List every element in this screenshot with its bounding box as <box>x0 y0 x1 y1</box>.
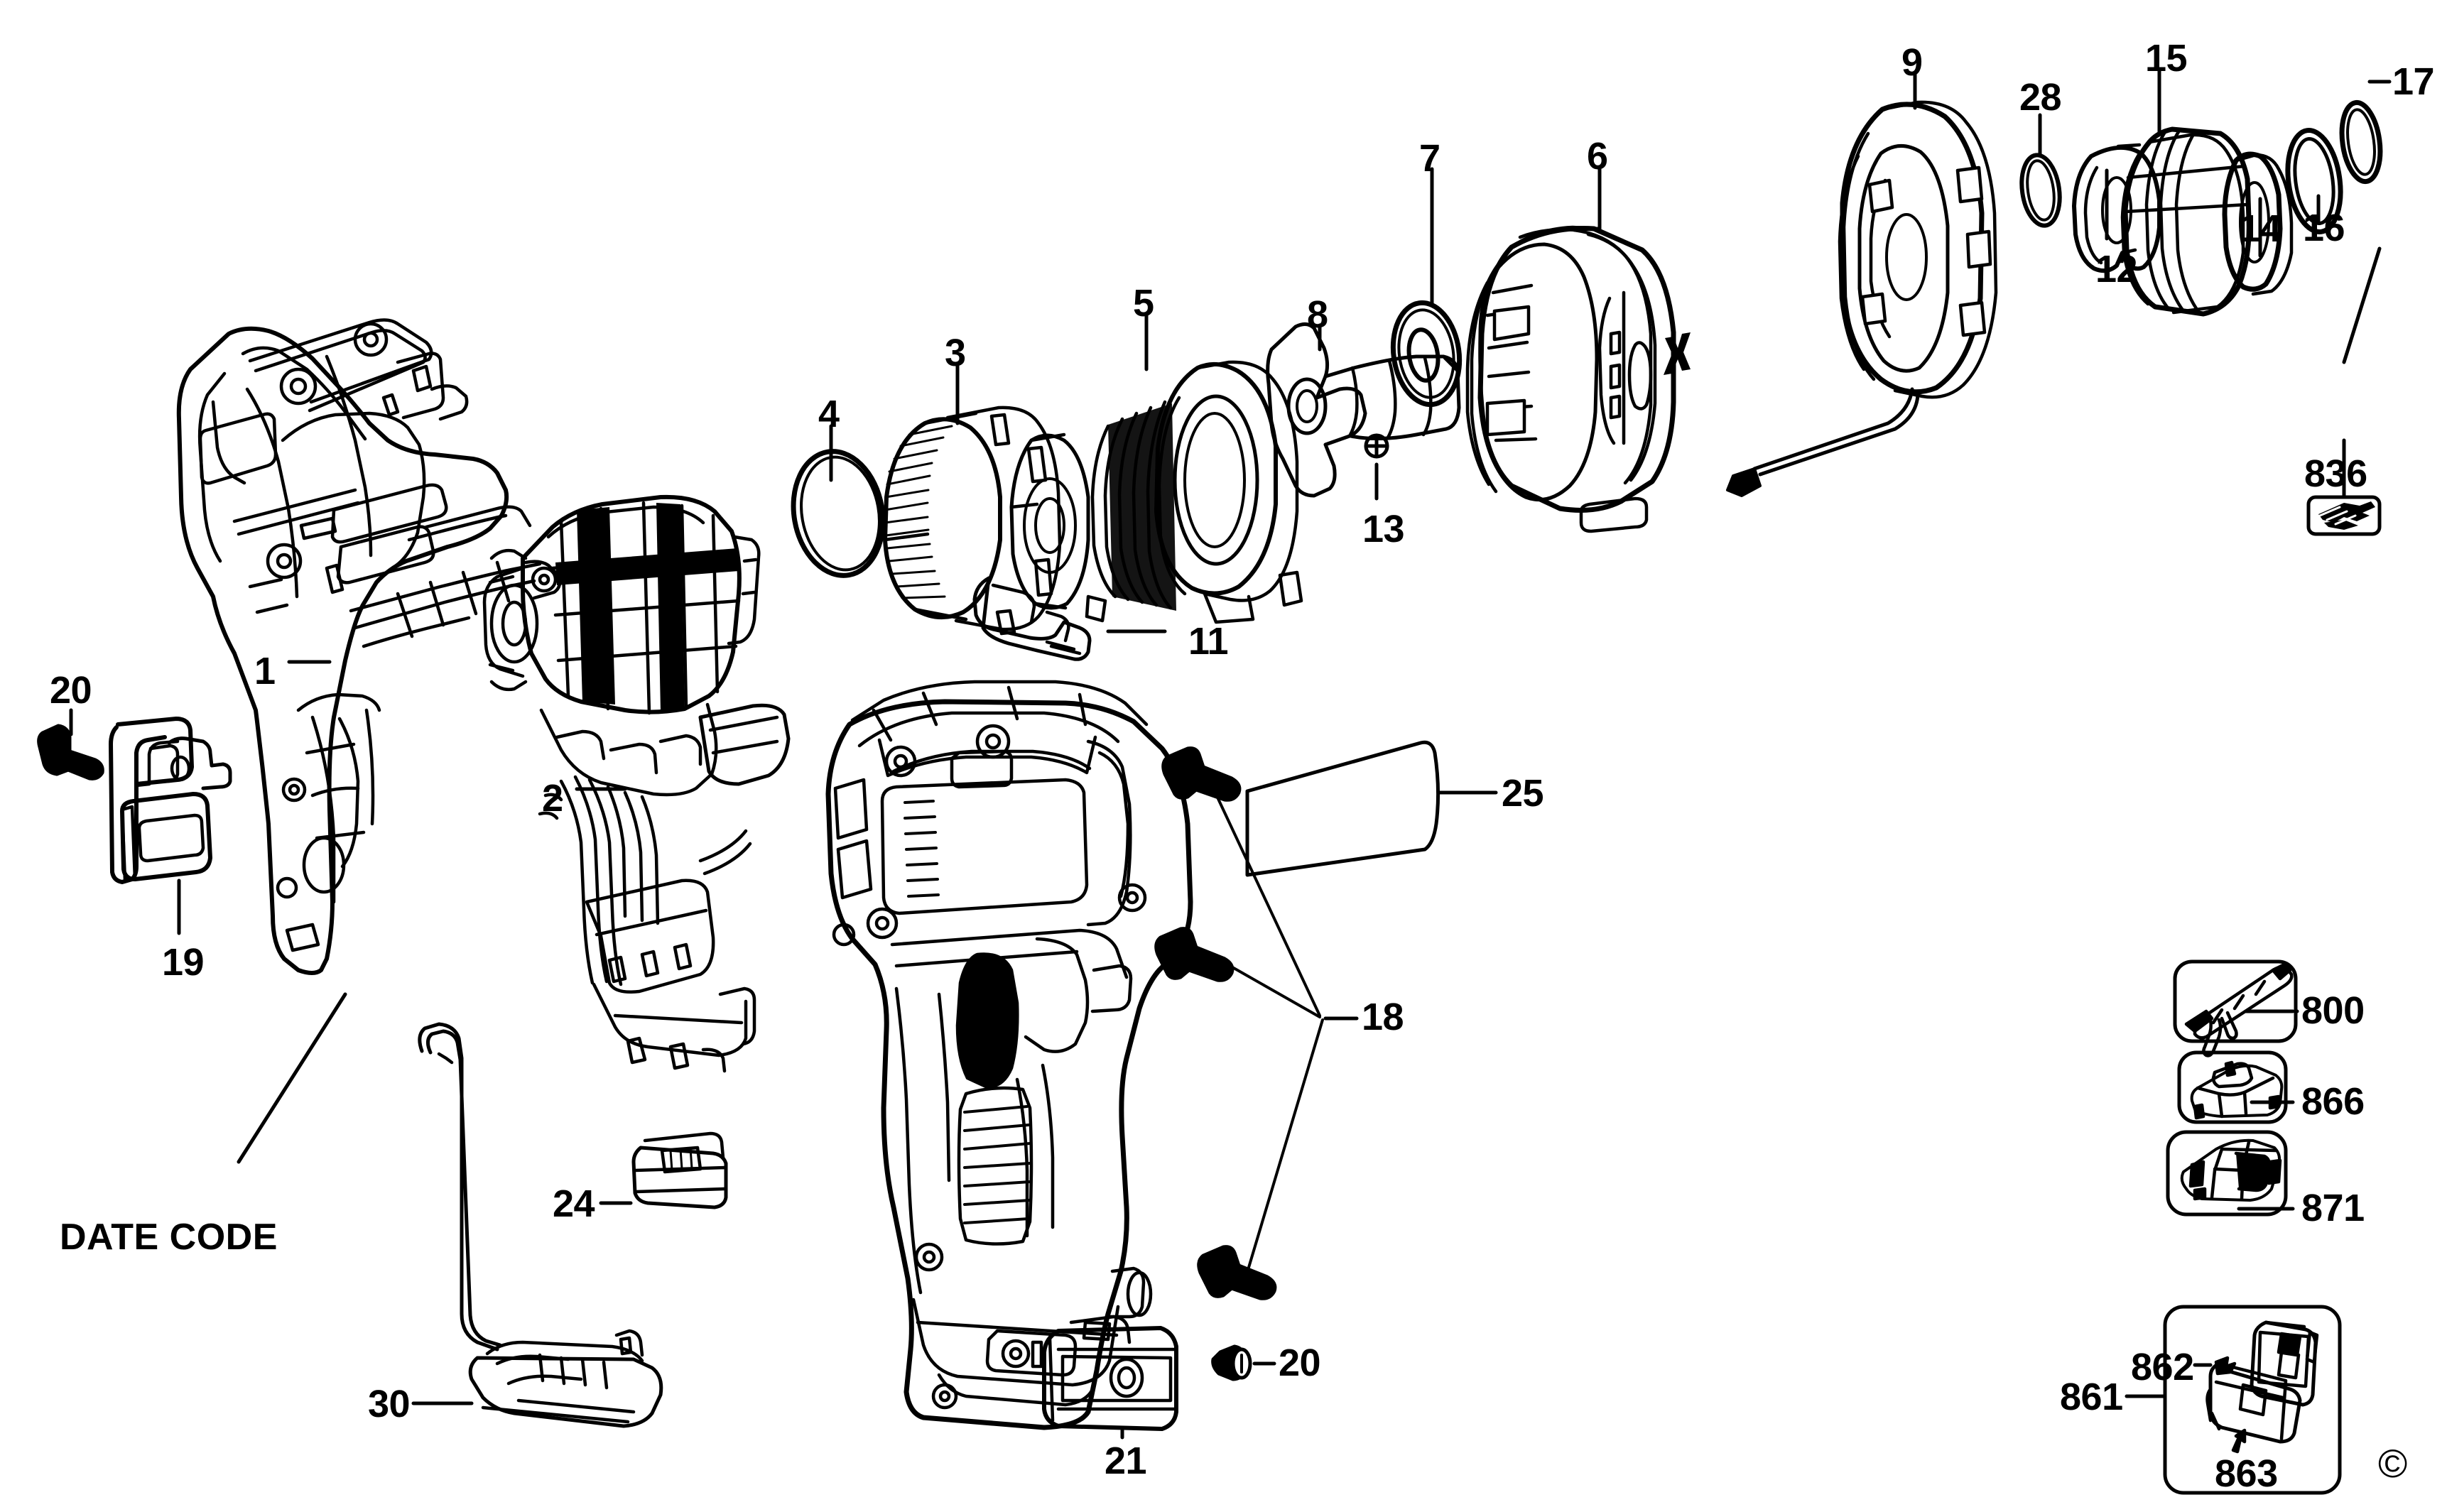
callout-871: 871 <box>2301 1187 2365 1229</box>
part-gear-case-housing-6 <box>1465 225 1691 533</box>
callout-20-hook: 20 <box>50 669 92 712</box>
copyright-mark: © <box>2378 1441 2408 1486</box>
callout-28: 28 <box>2019 76 2062 119</box>
part-led-ring-light-9 <box>1726 100 1998 497</box>
callout-11: 11 <box>1188 620 1229 663</box>
part-screw-13 <box>1364 433 1389 459</box>
part-wire-harness-30 <box>418 1022 663 1428</box>
part-flat-washer-7 <box>1390 300 1463 408</box>
callout-3: 3 <box>945 332 966 374</box>
accessory-box-866 <box>2177 1050 2288 1124</box>
callout-19: 19 <box>162 941 205 984</box>
part-housing-screws-18 <box>1154 746 1324 1300</box>
part-screw-20b <box>1211 1344 1252 1381</box>
callout-14: 14 <box>2239 207 2281 250</box>
callout-2: 2 <box>542 777 563 820</box>
callout-15: 15 <box>2145 37 2188 80</box>
date-code-annotation: DATE CODE <box>60 1217 278 1258</box>
part-right-clamshell-housing <box>825 680 1193 1430</box>
callout-21: 21 <box>1105 1440 1147 1482</box>
part-retaining-ring-17 <box>2339 99 2383 185</box>
part-spacer-ring-14 <box>2222 151 2294 296</box>
callout-30: 30 <box>368 1383 411 1425</box>
callout-862: 862 <box>2131 1346 2194 1388</box>
callout-16: 16 <box>2303 207 2345 249</box>
callout-18: 18 <box>1362 996 1404 1038</box>
callout-800: 800 <box>2301 989 2365 1032</box>
accessory-box-861 <box>2163 1305 2342 1495</box>
callout-866: 866 <box>2301 1080 2365 1123</box>
callout-25: 25 <box>1502 772 1544 815</box>
callout-20-cover: 20 <box>1279 1342 1321 1384</box>
accessory-box-871 <box>2166 1130 2288 1217</box>
callout-13: 13 <box>1362 508 1405 550</box>
part-battery-terminal-cover-21 <box>1042 1315 1178 1431</box>
part-o-ring-28 <box>2019 153 2062 228</box>
callout-12: 12 <box>2095 248 2138 290</box>
part-screw-20a <box>37 724 104 781</box>
callout-9: 9 <box>1901 41 1923 84</box>
callout-7: 7 <box>1419 137 1440 180</box>
part-motor-switch-assembly <box>482 494 791 1073</box>
callout-8: 8 <box>1307 293 1328 336</box>
callout-5: 5 <box>1133 282 1154 325</box>
leader-lines <box>69 67 2392 1440</box>
callout-1-left: 1 <box>254 650 276 692</box>
accessory-box-800 <box>2173 959 2298 1057</box>
part-belt-hook-19 <box>109 717 232 884</box>
part-hammer-spring-assembly-5 <box>1009 360 1303 624</box>
callout-17: 17 <box>2392 60 2435 103</box>
part-washer-ring-16 <box>2285 128 2343 234</box>
part-switch-boot-24 <box>631 1131 728 1209</box>
callout-836: 836 <box>2304 452 2367 495</box>
part-collar-ring-3 <box>883 406 1062 636</box>
callout-6: 6 <box>1587 135 1608 178</box>
callout-861: 861 <box>2060 1376 2123 1418</box>
accessory-box-836 <box>2306 495 2382 536</box>
callout-4: 4 <box>818 393 840 435</box>
part-forward-reverse-slider-11 <box>972 576 1092 661</box>
callout-24: 24 <box>553 1182 595 1225</box>
callout-863: 863 <box>2215 1452 2278 1495</box>
